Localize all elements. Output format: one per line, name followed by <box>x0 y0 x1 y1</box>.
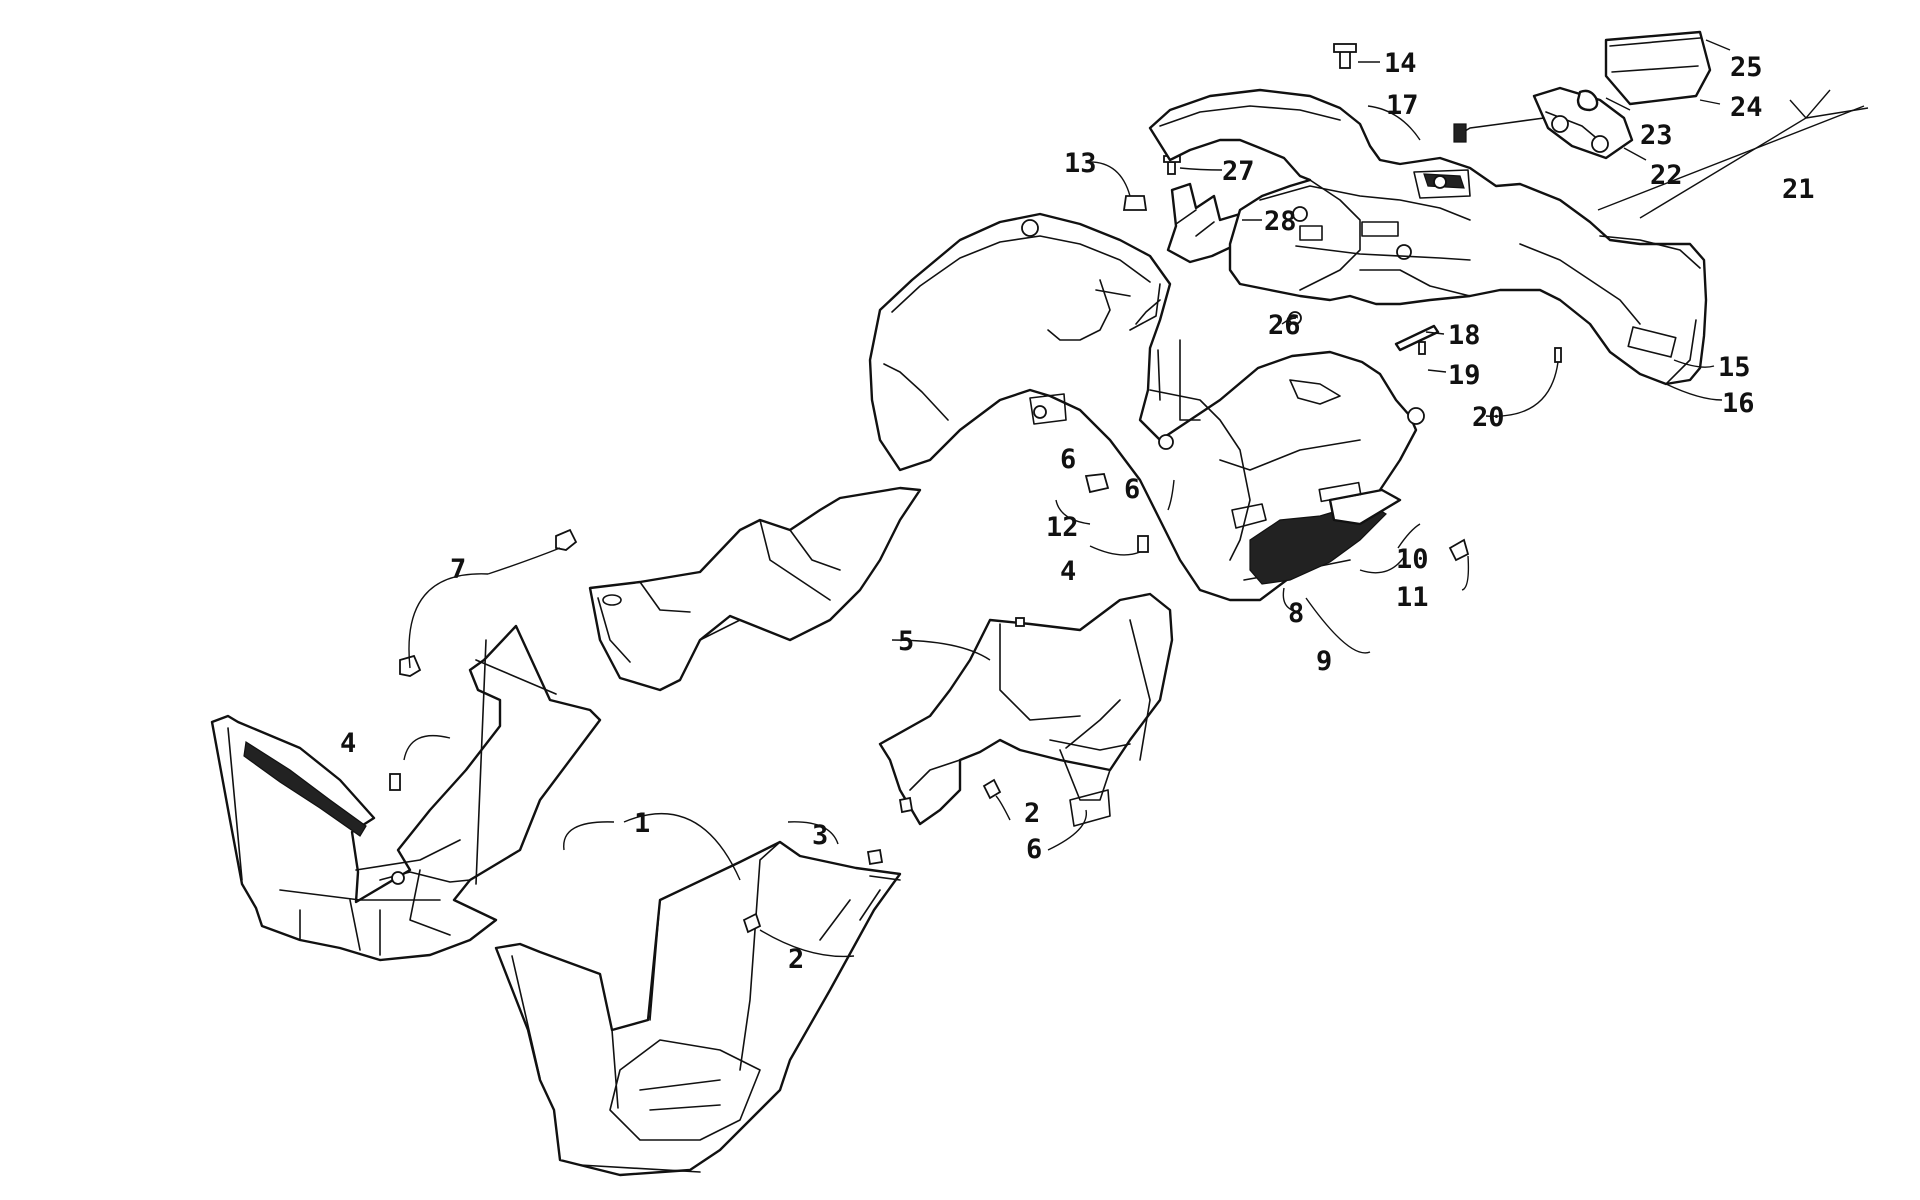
callout-14: 14 <box>1384 48 1417 79</box>
callout-4: 4 <box>1060 556 1076 587</box>
front-fender <box>868 212 1425 602</box>
tail-light-assembly <box>1453 30 1712 160</box>
left-inner-panel <box>588 486 922 692</box>
callout-23: 23 <box>1640 120 1673 151</box>
callout-1: 1 <box>634 808 650 839</box>
callout-10: 10 <box>1396 544 1429 575</box>
right-footwell <box>494 840 902 1177</box>
callout-25: 25 <box>1730 52 1763 83</box>
callout-20: 20 <box>1472 402 1505 433</box>
callout-3: 3 <box>812 820 828 851</box>
callout-17: 17 <box>1386 90 1419 121</box>
callout-19: 19 <box>1448 360 1481 391</box>
callout-16: 16 <box>1722 388 1755 419</box>
callout-2: 2 <box>788 944 804 975</box>
callout-2: 2 <box>1024 798 1040 829</box>
callout-6: 6 <box>1026 834 1042 865</box>
callout-6: 6 <box>1124 474 1140 505</box>
callout-28: 28 <box>1264 206 1297 237</box>
callout-21: 21 <box>1782 174 1815 205</box>
callout-8: 8 <box>1288 598 1304 629</box>
callout-6: 6 <box>1060 444 1076 475</box>
callout-12: 12 <box>1046 512 1079 543</box>
callout-9: 9 <box>1316 646 1332 677</box>
leader-lines <box>403 39 1869 958</box>
callout-4: 4 <box>340 728 356 759</box>
callout-26: 26 <box>1268 310 1301 341</box>
rear-fender <box>1148 88 1708 386</box>
callout-27: 27 <box>1222 156 1255 187</box>
callout-15: 15 <box>1718 352 1751 383</box>
left-footwell <box>210 624 602 962</box>
callout-13: 13 <box>1064 148 1097 179</box>
callout-22: 22 <box>1650 160 1683 191</box>
callout-11: 11 <box>1396 582 1429 613</box>
callout-18: 18 <box>1448 320 1481 351</box>
right-inner-panel <box>878 592 1174 826</box>
callout-24: 24 <box>1730 92 1763 123</box>
callout-labels: 1 2 2 3 4 4 5 6 6 6 7 8 9 10 11 12 13 14… <box>340 48 1815 975</box>
callout-5: 5 <box>898 626 914 657</box>
callout-7: 7 <box>450 554 466 585</box>
mounting-bracket <box>1163 155 1244 264</box>
